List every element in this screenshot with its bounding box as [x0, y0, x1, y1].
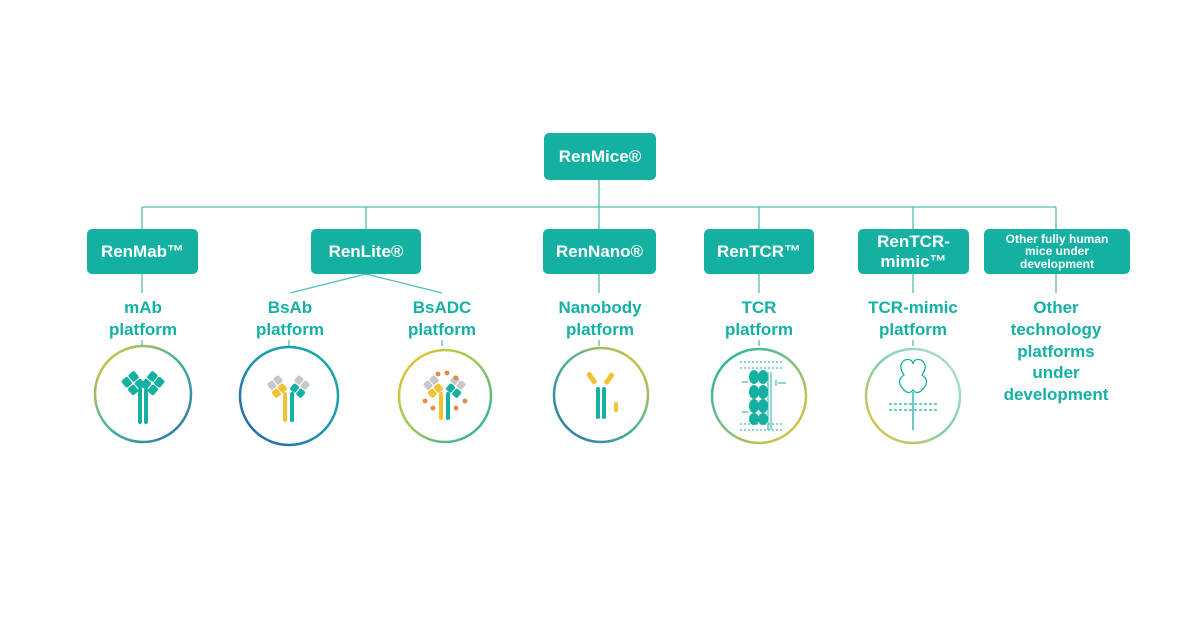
box-other-mice: Other fully human mice under development — [984, 229, 1130, 274]
bsadc-icon-ring — [397, 348, 493, 444]
box-rentcr: RenTCR™ — [704, 229, 814, 274]
tcr-icon-ring — [710, 347, 808, 445]
caption-tcr: TCR platform — [725, 298, 793, 339]
caption-mab: mAb platform — [109, 298, 177, 339]
root-box-renmice: RenMice® — [544, 133, 656, 180]
bispecific-adc-icon — [422, 370, 468, 420]
tcr-mimic-icon-ring — [864, 347, 962, 445]
mab-antibody-icon — [121, 371, 165, 424]
box-renlite: RenLite® — [311, 229, 421, 274]
mab-icon-ring — [93, 344, 193, 444]
box-rentcr-mimic: RenTCR- mimic™ — [858, 229, 969, 274]
tcr-icon — [740, 361, 786, 431]
tcr-mimic-icon — [889, 358, 937, 430]
caption-bsab: BsAb platform — [256, 298, 324, 339]
connector-lines — [141, 180, 1057, 346]
nanobody-icon — [586, 372, 618, 419]
box-rennano: RenNano® — [543, 229, 656, 274]
caption-bsadc: BsADC platform — [408, 298, 476, 339]
caption-other-platforms: Other technology platforms under develop… — [1003, 298, 1109, 404]
caption-tcr-mimic: TCR-mimic platform — [868, 298, 958, 339]
box-renmab: RenMab™ — [87, 229, 198, 274]
caption-nanobody: Nanobody platform — [558, 298, 642, 339]
bsab-icon-ring — [238, 345, 340, 447]
bispecific-antibody-icon — [267, 375, 310, 422]
nanobody-icon-ring — [552, 346, 650, 444]
